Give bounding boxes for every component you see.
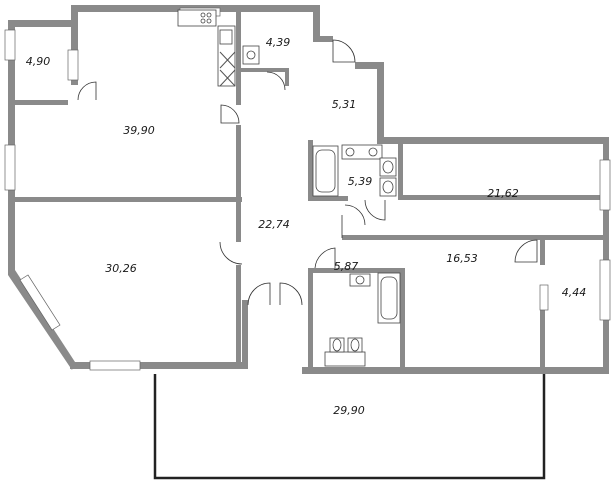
inner-walls [8, 10, 603, 368]
doors [77, 39, 538, 306]
terrace-outline [153, 374, 546, 480]
kitchen-fixtures [177, 9, 236, 87]
room-area-kitchen-living: 39,90 [123, 124, 155, 137]
room-area-hall-central: 22,74 [258, 218, 290, 231]
room-area-bath-lower: 5,87 [334, 260, 359, 273]
area-labels: 4,90 39,90 4,39 5,31 5,39 21,62 22,74 30… [26, 36, 587, 417]
wc-fixtures [242, 45, 260, 65]
bath-middle-fixtures [312, 144, 397, 197]
room-area-terrace: 29,90 [333, 404, 365, 417]
room-area-bath-middle: 5,39 [348, 175, 373, 188]
room-area-storage-left: 4,90 [26, 55, 51, 68]
bath-lower-fixtures [324, 272, 401, 367]
room-area-hall-upper: 5,31 [332, 98, 357, 111]
room-area-wc-small: 4,39 [266, 36, 291, 49]
room-area-bedroom-left: 30,26 [105, 262, 137, 275]
room-area-dressing-right: 4,44 [562, 286, 587, 299]
room-area-bedroom-right-top: 21,62 [487, 187, 519, 200]
windows [4, 7, 611, 371]
room-area-bedroom-right-bottom: 16,53 [446, 252, 478, 265]
